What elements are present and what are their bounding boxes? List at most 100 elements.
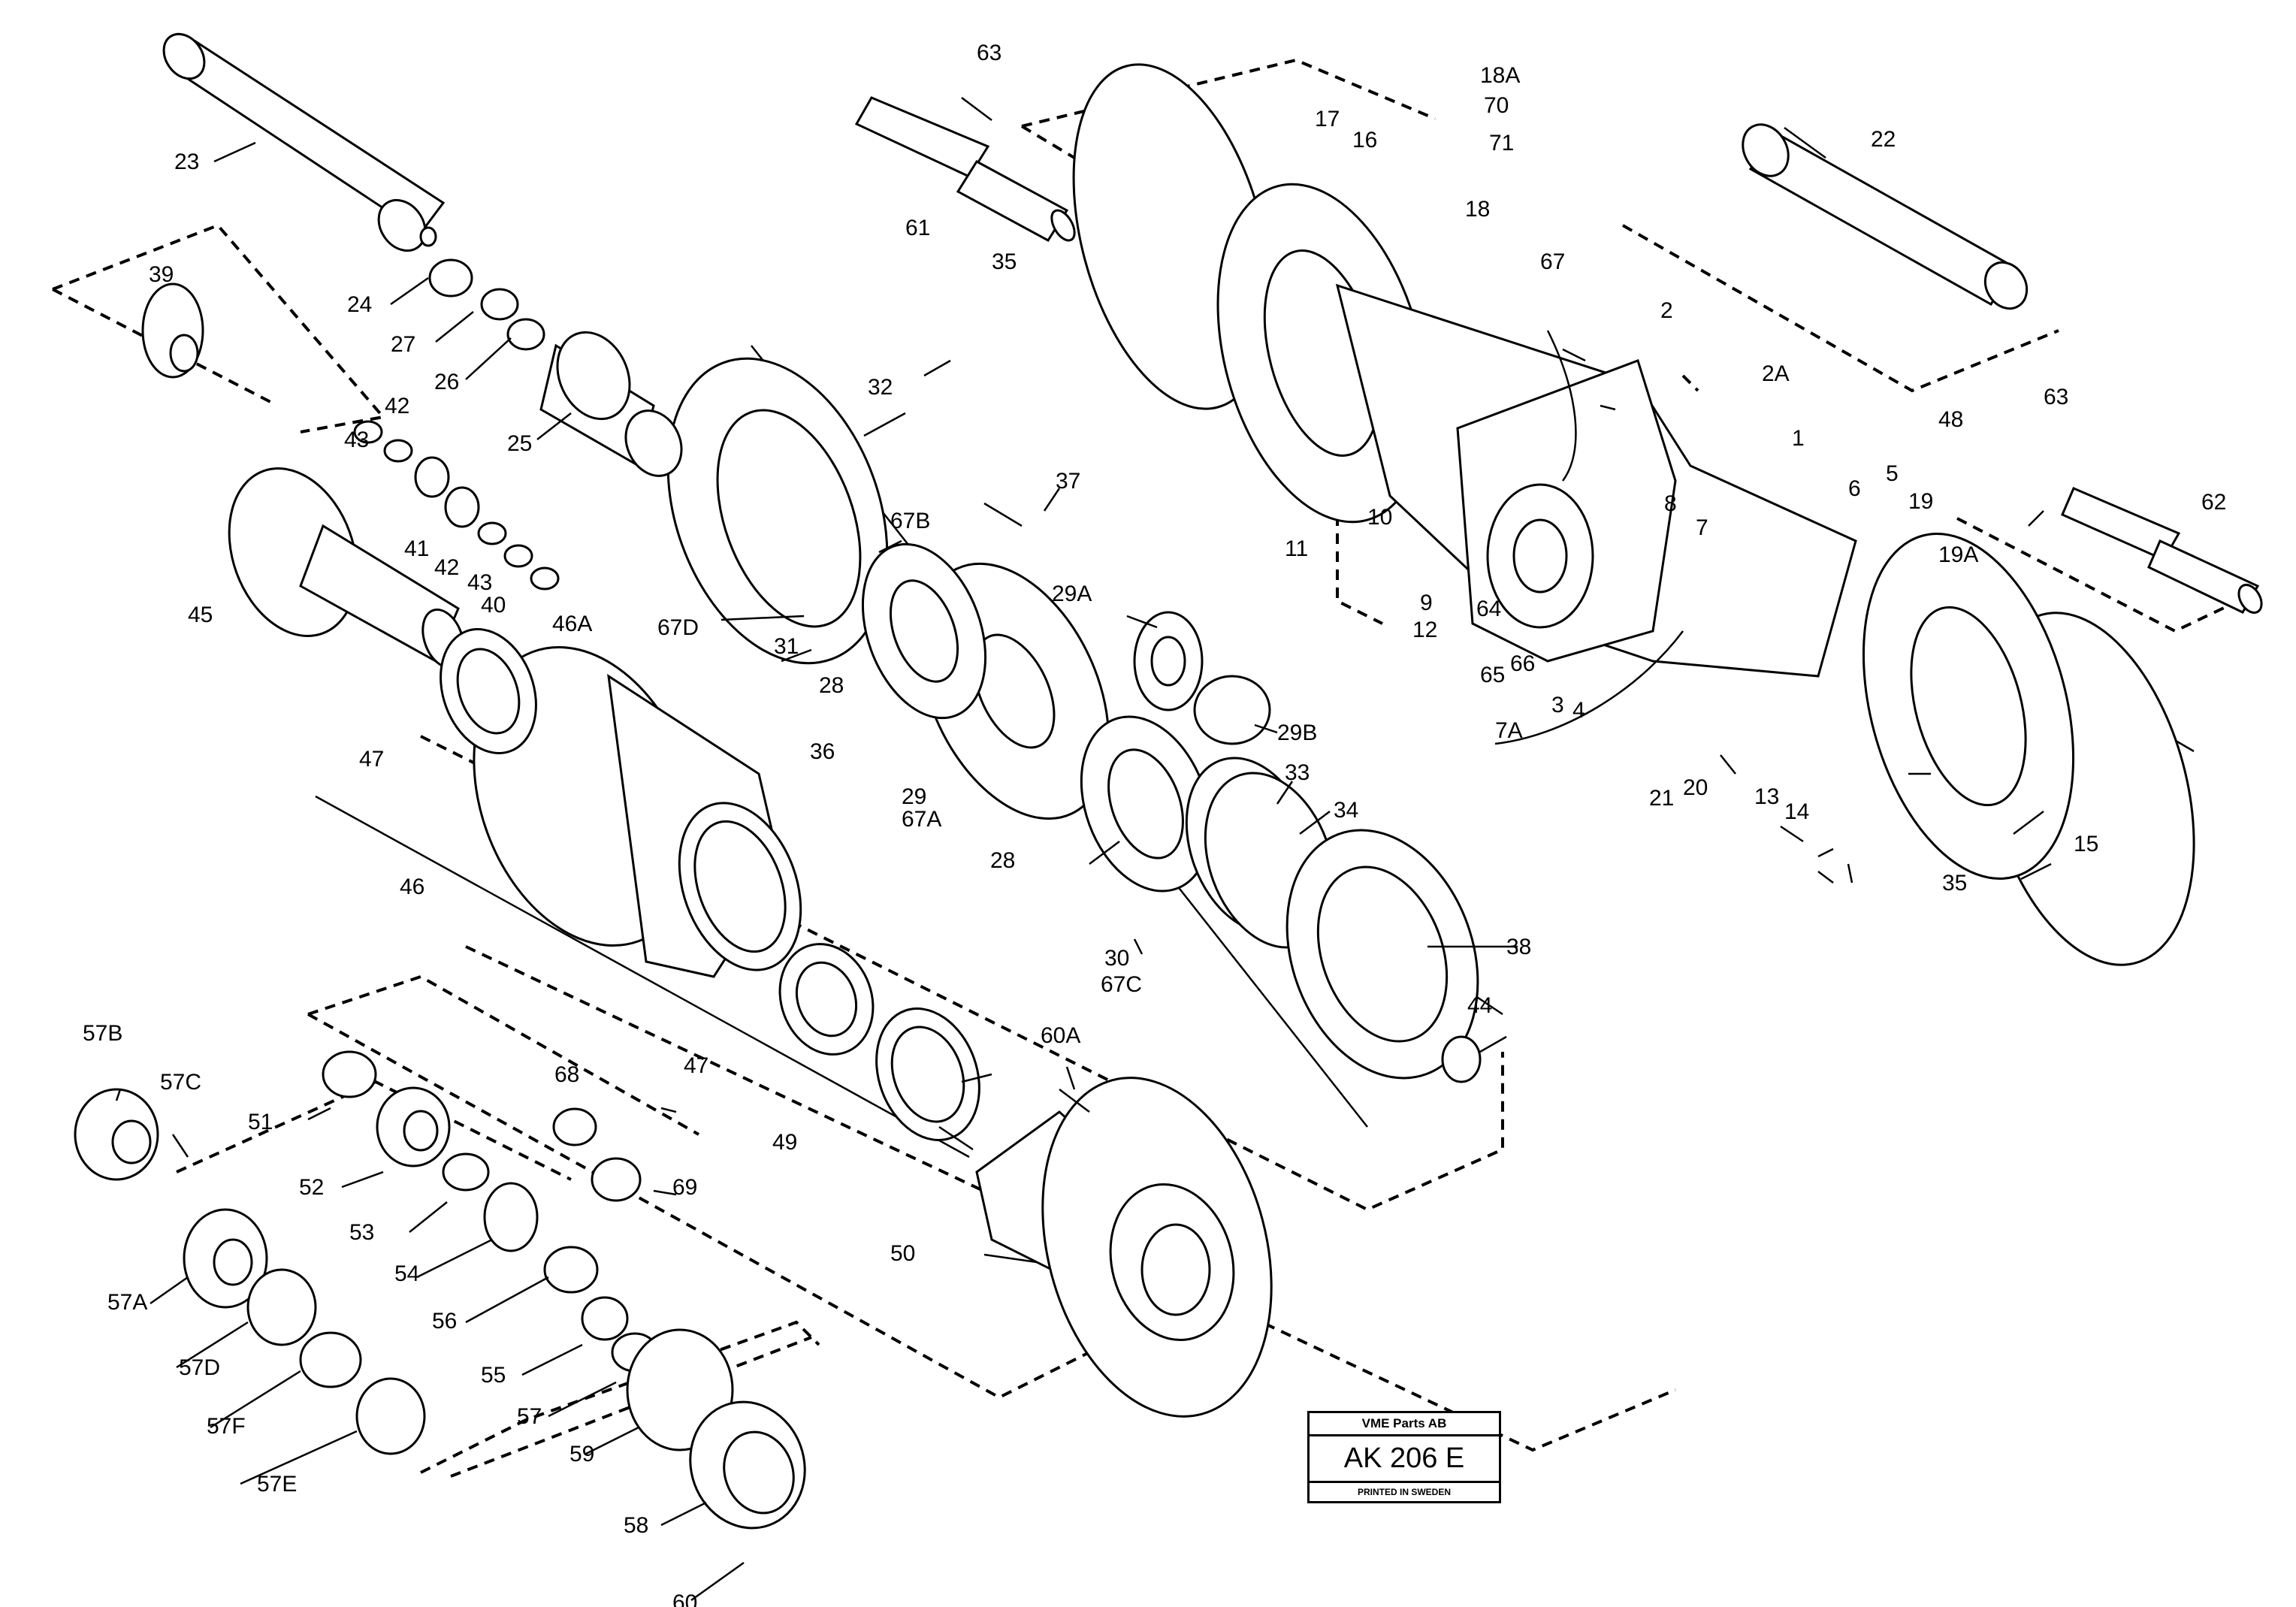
callout-46: 46 — [400, 874, 424, 899]
callout-67: 67 — [1540, 249, 1565, 274]
hex-nut-57D — [246, 1268, 317, 1346]
callout-40: 40 — [481, 593, 506, 618]
callout-11: 11 — [1285, 536, 1308, 561]
callout-61: 61 — [905, 216, 930, 240]
hub-cap-58 — [689, 1400, 806, 1530]
leader-lines — [115, 97, 2052, 1602]
callout-34: 34 — [1334, 798, 1358, 823]
callout-47: 47 — [359, 747, 384, 772]
callout-19: 19 — [1908, 489, 1933, 514]
callout-10: 10 — [1367, 505, 1392, 530]
callout-12: 12 — [1412, 618, 1437, 642]
washer-57F — [299, 1331, 362, 1388]
callout-59: 59 — [569, 1442, 594, 1467]
washer-51 — [322, 1050, 377, 1098]
callout-56: 56 — [432, 1309, 457, 1334]
callout-26: 26 — [434, 370, 459, 394]
callout-45: 45 — [188, 603, 213, 627]
callout-30: 30 — [1104, 946, 1129, 971]
callout-71: 71 — [1489, 131, 1514, 156]
bearing-47-lower — [778, 943, 875, 1056]
callout-8: 8 — [1664, 491, 1677, 516]
callout-29: 29 — [902, 784, 926, 809]
callout-13: 13 — [1754, 784, 1779, 809]
callout-67A: 67A — [902, 807, 941, 832]
callout-22: 22 — [1871, 127, 1896, 152]
nut-69 — [591, 1157, 642, 1202]
callout-2: 2 — [1660, 298, 1673, 323]
snap-ring-29B — [1193, 675, 1271, 745]
callout-27: 27 — [391, 332, 415, 357]
callout-67D: 67D — [657, 615, 699, 640]
hex-nut-57E — [355, 1377, 426, 1455]
nut-57A — [183, 1208, 268, 1309]
wheel-hub-50 — [975, 1077, 1273, 1418]
callout-47b: 47 — [684, 1053, 708, 1078]
cover-45 — [228, 467, 465, 669]
callout-43: 43 — [344, 427, 369, 452]
callout-19A: 19A — [1938, 542, 1978, 567]
bushing-54 — [483, 1182, 539, 1252]
axle-housing-1 — [1216, 183, 2075, 880]
callout-62: 62 — [2201, 490, 2226, 515]
callout-33: 33 — [1285, 760, 1310, 785]
callout-44: 44 — [1467, 993, 1492, 1018]
callout-2A: 2A — [1762, 361, 1790, 386]
washer-53 — [442, 1152, 490, 1192]
callout-53: 53 — [349, 1220, 374, 1245]
callout-43b: 43 — [467, 570, 492, 595]
callout-38: 38 — [1506, 935, 1531, 959]
lock-plate-55 — [581, 1296, 629, 1341]
callout-52: 52 — [299, 1175, 324, 1200]
disc-29-rear — [861, 542, 987, 720]
pin-62 — [2061, 487, 2263, 614]
nut-68 — [552, 1107, 597, 1146]
callout-41: 41 — [404, 536, 429, 561]
planet-gear-29A — [1133, 611, 1204, 711]
callout-57A: 57A — [107, 1290, 147, 1315]
pinion-39 — [141, 282, 204, 379]
callout-7: 7 — [1696, 515, 1708, 540]
callout-29A: 29A — [1052, 581, 1092, 606]
callout-32: 32 — [868, 375, 893, 400]
callout-57F: 57F — [207, 1414, 246, 1439]
callout-57B: 57B — [83, 1021, 122, 1046]
callout-48: 48 — [1938, 407, 1963, 432]
callout-67B: 67B — [890, 509, 930, 533]
callout-6: 6 — [1848, 476, 1861, 501]
axle-shaft-22 — [1742, 123, 2029, 310]
callout-42b: 42 — [434, 555, 459, 580]
callout-35: 35 — [992, 249, 1017, 274]
callout-36: 36 — [810, 739, 835, 764]
callout-28b: 28 — [990, 848, 1015, 873]
callout-28: 28 — [819, 673, 844, 698]
drive-gear-25 — [539, 331, 683, 477]
callout-54: 54 — [394, 1261, 419, 1286]
callout-4: 4 — [1572, 698, 1585, 723]
callout-7A: 7A — [1495, 718, 1523, 743]
seal-set-40-43 — [353, 420, 560, 591]
callout-15: 15 — [2074, 832, 2098, 856]
stamp-company: VME Parts AB — [1310, 1413, 1499, 1436]
callout-69: 69 — [672, 1175, 697, 1200]
callout-24: 24 — [347, 292, 372, 317]
callout-55: 55 — [481, 1363, 506, 1388]
callout-46A: 46A — [552, 612, 592, 636]
housing-38 — [1285, 829, 1479, 1080]
callout-60A: 60A — [1041, 1023, 1080, 1048]
callout-23: 23 — [174, 150, 199, 174]
callout-57C: 57C — [160, 1070, 201, 1095]
callout-64: 64 — [1476, 597, 1501, 621]
callout-50: 50 — [890, 1241, 915, 1266]
callout-63: 63 — [977, 41, 1001, 65]
callout-5: 5 — [1886, 461, 1899, 486]
callout-20: 20 — [1683, 775, 1708, 800]
callout-35b: 35 — [1942, 871, 1967, 896]
callout-58: 58 — [624, 1513, 648, 1538]
lock-plate-56 — [543, 1246, 599, 1294]
stamp-note: PRINTED IN SWEDEN — [1357, 1487, 1451, 1497]
callout-labels: 1 2 2A 3 4 5 6 7 7A 8 9 10 11 12 13 14 1… — [83, 41, 2226, 1607]
callout-60: 60 — [672, 1590, 697, 1607]
callout-67C: 67C — [1101, 972, 1142, 997]
